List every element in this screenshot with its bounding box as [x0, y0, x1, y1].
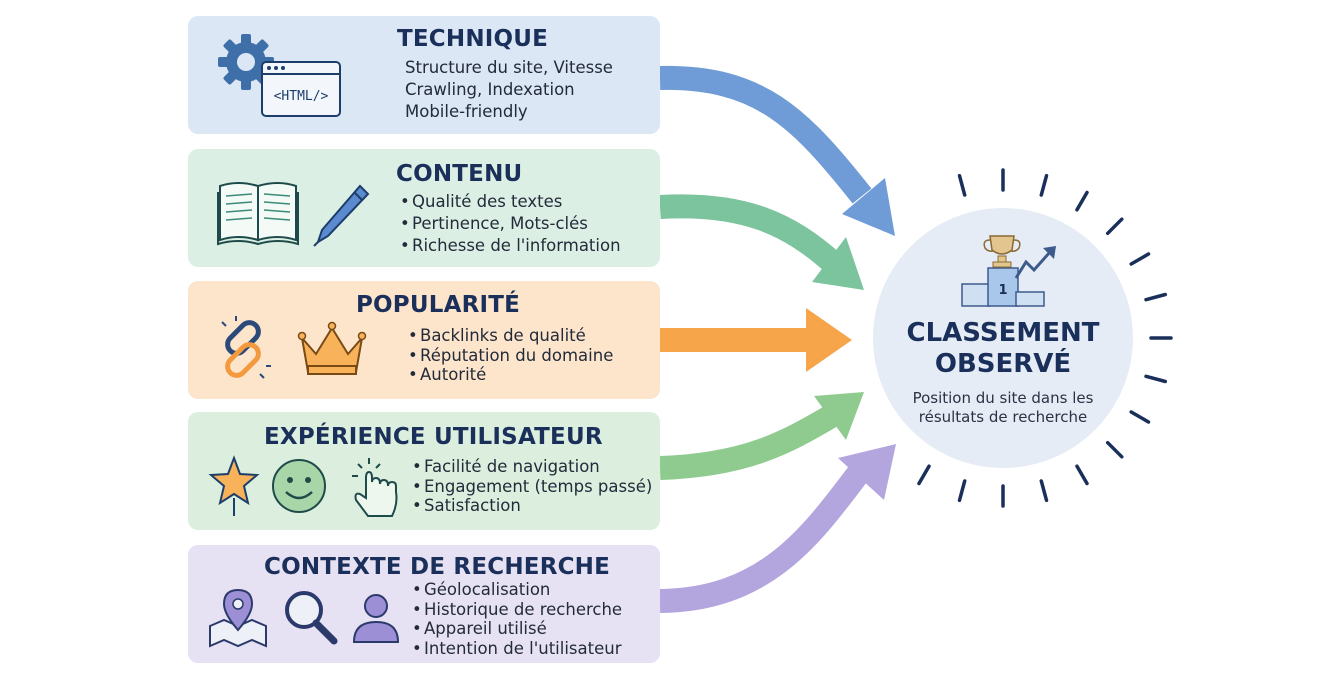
burst-ray [1039, 479, 1049, 503]
pen-icon [313, 184, 370, 247]
smiley-icon [272, 459, 326, 513]
category-list-contexte-de-recherche: Géolocalisation Historique de recherche … [412, 580, 622, 658]
list-item: Structure du site, Vitesse [405, 58, 613, 77]
list-item: Réputation du domaine [408, 346, 613, 366]
pointer-hand-click-icon [352, 458, 398, 517]
list-item: Historique de recherche [412, 600, 622, 620]
map-pin-icon [209, 588, 267, 648]
category-title-contexte-de-recherche: CONTEXTE DE RECHERCHE [264, 554, 611, 580]
arrow-contenu [659, 194, 864, 290]
gear-icon [218, 34, 274, 90]
chain-link-icon [221, 316, 271, 379]
burst-ray [1105, 440, 1124, 459]
podium-rank: 1 [998, 283, 1007, 298]
html-code-window-icon: <HTML/> [261, 61, 341, 117]
category-list-contenu: Qualité des textes Pertinence, Mots-clés… [400, 191, 621, 257]
burst-rays [917, 168, 1173, 508]
category-list-popularite: Backlinks de qualité Réputation du domai… [408, 326, 613, 385]
magnifier-icon [285, 591, 338, 645]
result-title: CLASSEMENT OBSERVÉ [880, 318, 1126, 380]
burst-ray [957, 479, 967, 503]
popularite-icons [221, 316, 367, 379]
star-icon [208, 455, 260, 516]
user-icon [352, 594, 400, 643]
list-item: Intention de l'utilisateur [412, 639, 622, 659]
arrow-popularite [660, 308, 852, 372]
list-item: Backlinks de qualité [408, 326, 613, 346]
list-item: Qualité des textes [400, 191, 621, 213]
contenu-icons [217, 182, 370, 247]
html-icon-label: <HTML/> [274, 89, 329, 104]
burst-ray [1075, 190, 1089, 212]
burst-ray [1129, 410, 1151, 424]
list-item: Autorité [408, 365, 613, 385]
burst-ray [1144, 292, 1168, 302]
burst-ray [1105, 217, 1124, 236]
result-title-line2: OBSERVÉ [934, 349, 1072, 379]
list-item: Mobile-friendly [405, 102, 528, 121]
technique-icons: <HTML/> [218, 34, 341, 117]
result-subtitle: Position du site dans les résultats de r… [912, 389, 1094, 426]
arrow-technique [659, 65, 895, 236]
category-title-technique: TECHNIQUE [397, 26, 549, 52]
list-item: Facilité de navigation [412, 457, 652, 477]
category-title-popularite: POPULARITÉ [356, 292, 521, 318]
trend-up-arrow-icon [1014, 246, 1056, 279]
category-list-technique: Structure du site, Vitesse Crawling, Ind… [405, 57, 613, 123]
trophy-podium-icon [961, 235, 1045, 307]
burst-ray [957, 173, 967, 197]
experience-icons [208, 455, 398, 517]
crown-icon [297, 321, 367, 375]
list-item: Crawling, Indexation [405, 80, 575, 99]
burst-ray [917, 464, 931, 486]
category-title-experience-utilisateur: EXPÉRIENCE UTILISATEUR [264, 424, 603, 450]
list-item: Géolocalisation [412, 580, 622, 600]
list-item: Pertinence, Mots-clés [400, 213, 621, 235]
open-book-icon [217, 182, 299, 246]
result-circle [873, 208, 1133, 468]
contexte-icons [209, 588, 400, 648]
burst-ray [1129, 252, 1151, 266]
list-item: Appareil utilisé [412, 619, 622, 639]
arrow-contexte [659, 444, 896, 613]
category-title-contenu: CONTENU [396, 161, 523, 187]
burst-ray [1039, 173, 1049, 197]
list-item: Richesse de l'information [400, 235, 621, 257]
list-item: Satisfaction [412, 496, 652, 516]
result-title-line1: CLASSEMENT [906, 318, 1100, 348]
list-item: Engagement (temps passé) [412, 477, 652, 497]
burst-ray [1144, 374, 1168, 384]
burst-ray [1075, 464, 1089, 486]
category-list-experience-utilisateur: Facilité de navigation Engagement (temps… [412, 457, 652, 516]
arrow-experience [659, 392, 864, 480]
